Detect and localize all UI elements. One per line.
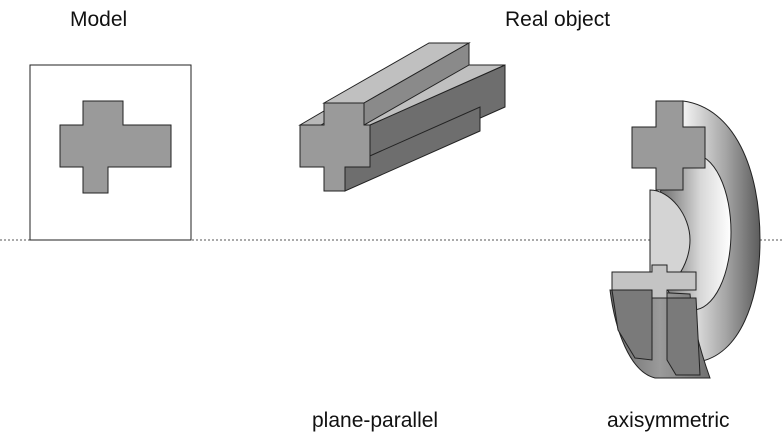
model-title: Model — [70, 8, 128, 31]
model-cross-section — [59, 100, 172, 194]
axisymmetric-caption: axisymmetric — [607, 409, 730, 432]
plane-parallel-caption: plane-parallel — [312, 409, 439, 432]
axisymmetric-ring — [609, 100, 761, 379]
plane-parallel-prism — [298, 42, 506, 192]
model-frame — [29, 64, 192, 241]
real-object-title: Real object — [505, 8, 611, 31]
